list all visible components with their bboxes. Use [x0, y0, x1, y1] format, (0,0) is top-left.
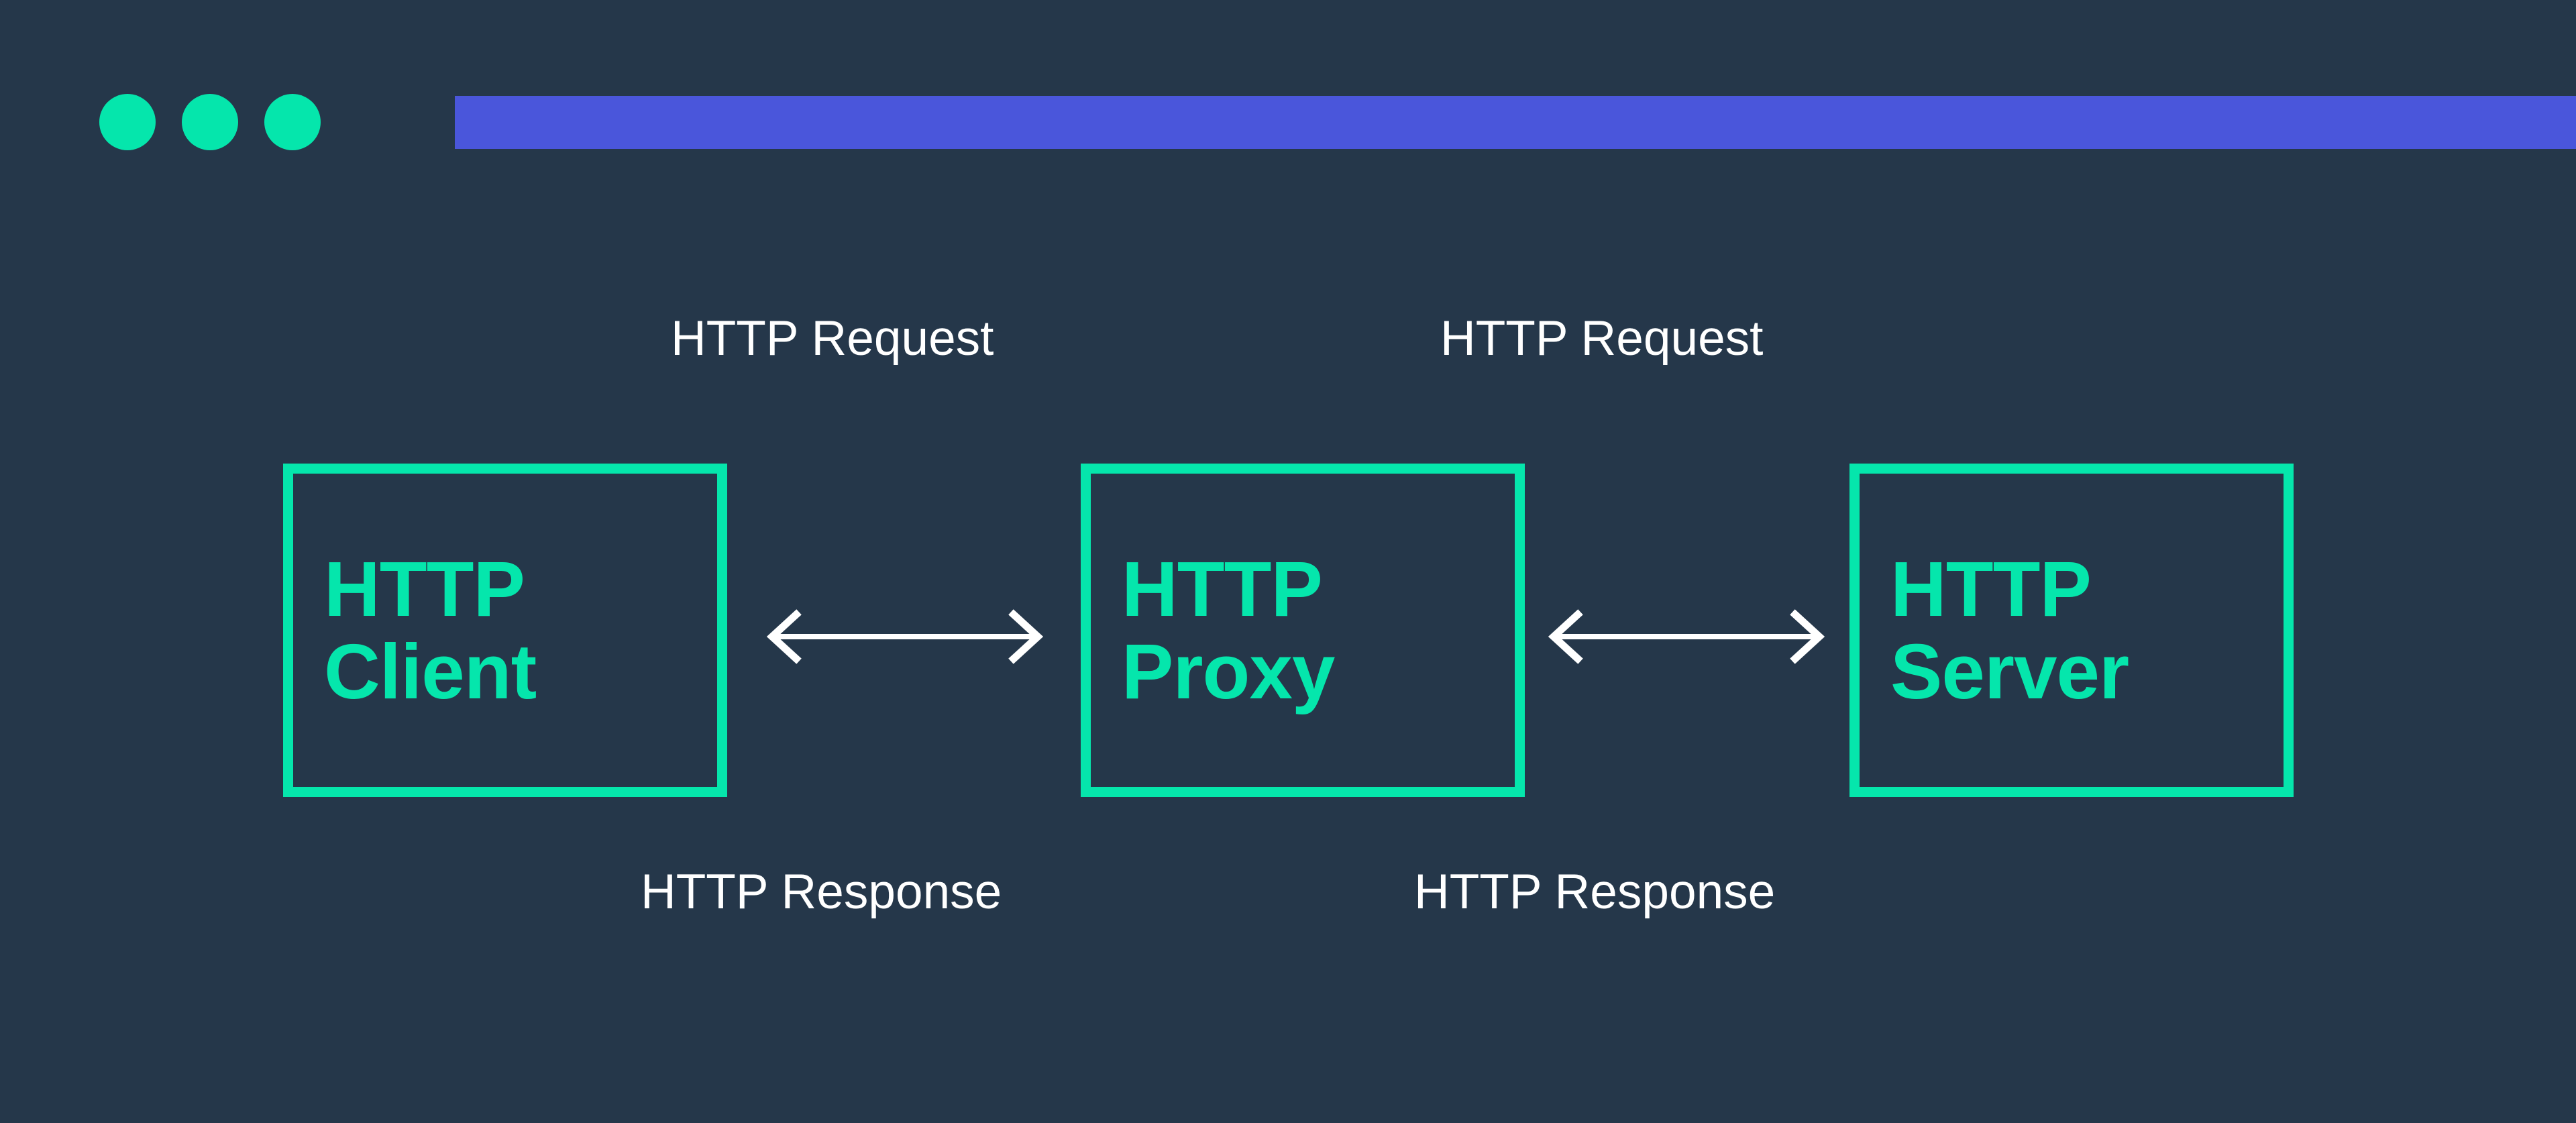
node-http-server: HTTP Server — [1849, 464, 2294, 797]
bidirectional-arrow-icon — [1548, 609, 1825, 664]
connector-label-response-client-proxy: HTTP Response — [641, 865, 1002, 919]
node-http-client-line-2: Client — [324, 627, 537, 715]
connector-label-request-proxy-server: HTTP Request — [1440, 311, 1764, 366]
node-http-proxy-line-2: Proxy — [1122, 627, 1335, 715]
connector-label-response-proxy-server: HTTP Response — [1414, 865, 1776, 919]
node-http-proxy-line-1: HTTP — [1122, 545, 1323, 633]
window-maximize-dot[interactable] — [264, 94, 321, 150]
browser-titlebar — [0, 0, 2576, 201]
node-http-client-line-1: HTTP — [324, 545, 525, 633]
bidirectional-arrow-icon — [767, 609, 1043, 664]
node-http-client: HTTP Client — [283, 464, 727, 797]
node-http-server-line-1: HTTP — [1890, 545, 2092, 633]
connector-label-request-client-proxy: HTTP Request — [671, 311, 994, 366]
window-close-dot[interactable] — [99, 94, 156, 150]
address-bar[interactable] — [455, 96, 2576, 149]
node-http-proxy: HTTP Proxy — [1081, 464, 1525, 797]
window-minimize-dot[interactable] — [182, 94, 238, 150]
node-http-server-line-2: Server — [1890, 627, 2129, 715]
window-traffic-lights — [99, 94, 321, 150]
